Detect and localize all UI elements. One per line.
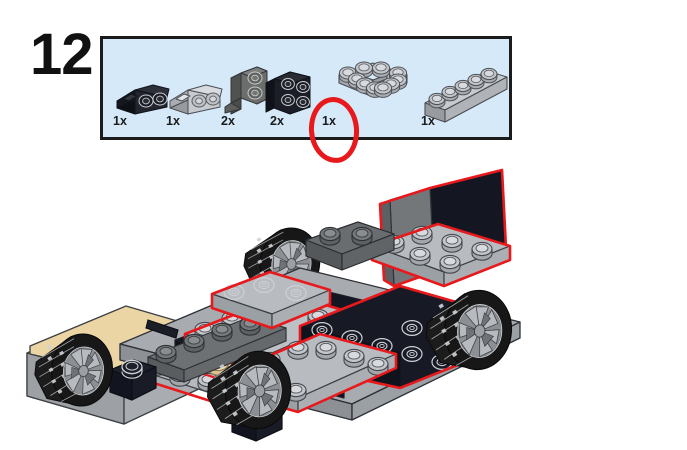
part-item-3 — [260, 67, 316, 126]
part-item-4 — [311, 59, 415, 134]
mid-rail-dark — [147, 316, 287, 383]
highlight-outline-rear-base-plate — [370, 222, 512, 288]
part-item-2 — [221, 63, 273, 126]
part-item-1 — [166, 77, 224, 124]
part-item-5 — [421, 65, 513, 132]
part-qty-0: 1x — [113, 114, 127, 128]
rear-dark-block — [305, 221, 395, 271]
highlight-outline-upper-left-plate — [210, 270, 332, 330]
model-assembly-illustration — [0, 148, 687, 450]
part-qty-2: 2x — [221, 114, 235, 128]
step-number: 12 — [30, 22, 94, 87]
part-qty-1: 1x — [166, 114, 180, 128]
black-pin-detail — [145, 319, 179, 339]
part-qty-5: 1x — [421, 114, 435, 128]
part-item-0 — [113, 77, 171, 124]
part-qty-3: 2x — [270, 114, 284, 128]
parts-list-box: 1x 1x — [100, 36, 513, 165]
part-qty-4: 1x — [322, 114, 336, 128]
